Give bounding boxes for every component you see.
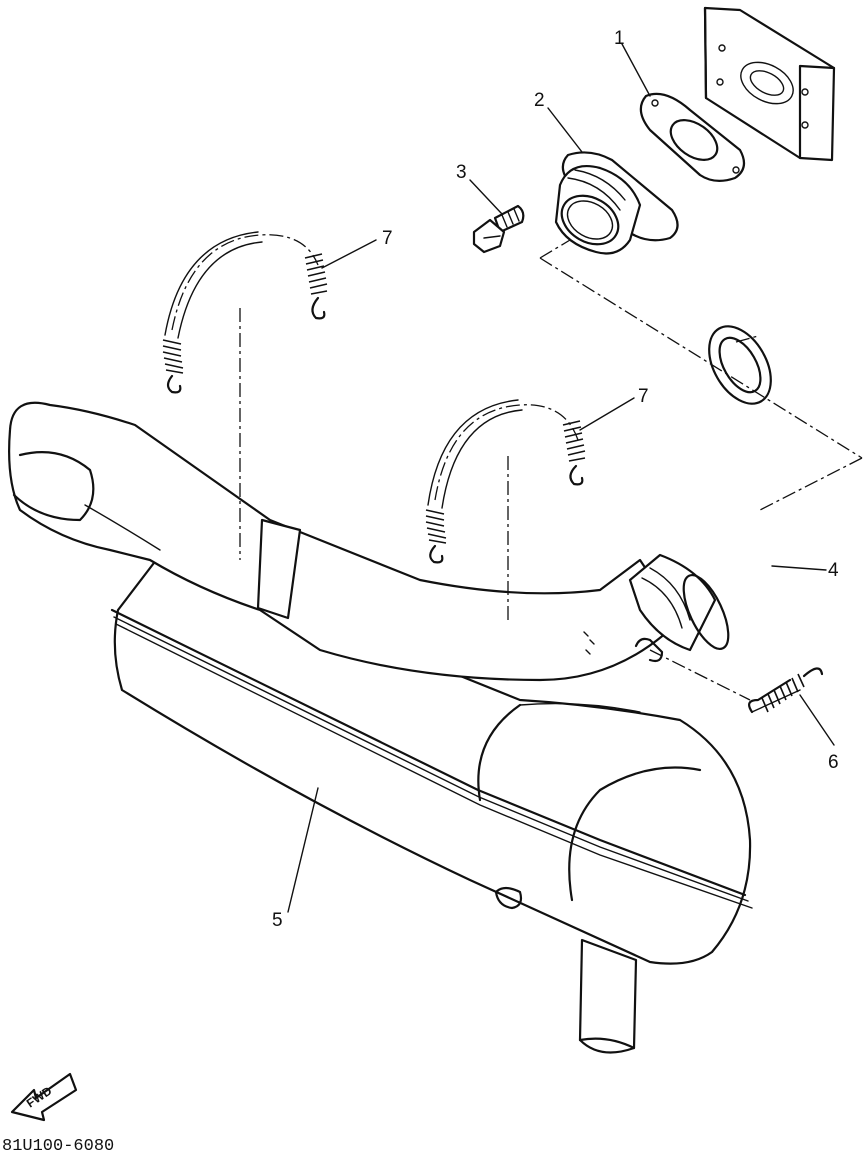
figure-code: 81U100-6080 [2,1137,114,1156]
spring-part-7-upper [162,231,328,394]
spring-part-7-lower [425,399,586,564]
callout-5: 5 [272,910,283,931]
callout-4: 4 [828,560,839,581]
fwd-arrow-icon: FWD [10,1072,78,1122]
cylinder-flange-block [703,6,836,162]
callout-1: 1 [614,28,625,49]
callout-7-lower: 7 [638,386,649,407]
gasket-part-1 [639,92,746,182]
callout-2: 2 [534,90,545,111]
spring-part-6 [748,667,824,714]
leader-lines [287,43,835,913]
alignment-lines [239,239,863,701]
exhaust-joint-part-2 [554,151,679,255]
exhaust-pipe-part-5 [8,401,753,1054]
callout-3: 3 [456,162,467,183]
ring-gasket-part-4 [708,325,772,405]
callout-7-upper: 7 [382,228,393,249]
bolt-part-3 [472,204,525,254]
callout-6: 6 [828,752,839,773]
